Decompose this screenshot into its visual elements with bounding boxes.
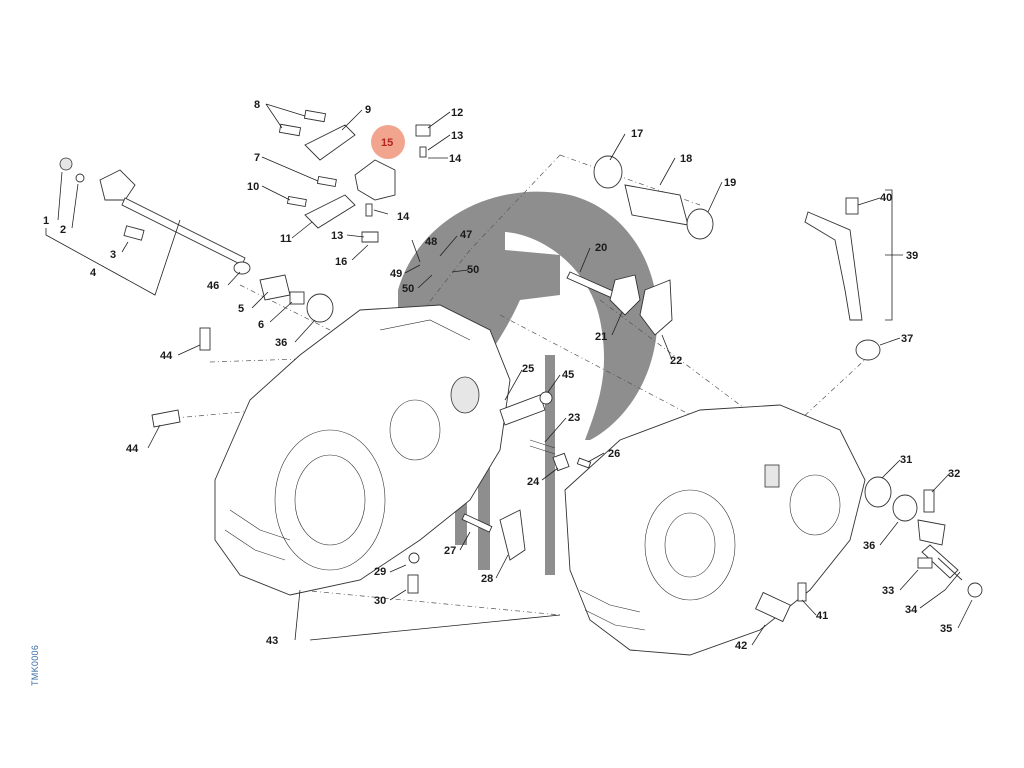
part-label: 42 [735, 640, 747, 652]
part-label: 43 [266, 635, 278, 647]
part-label: 48 [425, 236, 437, 248]
part-label: 34 [905, 604, 918, 616]
part-label: 37 [901, 333, 913, 345]
part-label: 26 [608, 448, 620, 460]
reference-code-text: TMK0006 [30, 644, 40, 686]
part-label: 44 [160, 350, 173, 362]
part-label: 21 [595, 331, 607, 343]
part-label: 45 [562, 369, 574, 381]
left-crankcase [214, 304, 511, 596]
part-label: 50 [402, 283, 414, 295]
selector-mechanism [278, 109, 431, 243]
leader-lines [45, 103, 973, 646]
right-crankcase [564, 404, 866, 656]
part-label: 31 [900, 454, 912, 466]
kickstart-shaft [59, 157, 246, 266]
part-label: 16 [335, 256, 347, 268]
part-label: 27 [444, 545, 456, 557]
part-label: 6 [258, 319, 264, 331]
part-label: 36 [863, 540, 875, 552]
part-label: 14 [397, 211, 410, 223]
part-label: 4 [90, 267, 97, 279]
part-label: 28 [481, 573, 493, 585]
part-label: 36 [275, 337, 287, 349]
reference-code: TMK0006 [30, 630, 44, 690]
part-label: 22 [670, 355, 682, 367]
part-label: 25 [522, 363, 534, 375]
part-label: 20 [595, 242, 607, 254]
part-label: 44 [126, 443, 139, 455]
part-label: 35 [940, 623, 952, 635]
part-label-highlighted: 15 [381, 137, 393, 149]
part-label: 2 [60, 224, 66, 236]
part-label: 13 [331, 230, 343, 242]
part-label: 8 [254, 99, 260, 111]
part-label: 17 [631, 128, 643, 140]
part-label: 14 [449, 153, 462, 165]
small-parts [151, 197, 983, 623]
part-label: 23 [568, 412, 580, 424]
part-label: 24 [527, 476, 540, 488]
part-label: 7 [254, 152, 260, 164]
part-label: 33 [882, 585, 894, 597]
part-label: 5 [238, 303, 244, 315]
part-label: 50 [467, 264, 479, 276]
part-label: 32 [948, 468, 960, 480]
part-label: 1 [43, 215, 49, 227]
selector-drum [593, 155, 714, 240]
part-label: 3 [110, 249, 116, 261]
part-label: 18 [680, 153, 692, 165]
part-label: 19 [724, 177, 736, 189]
part-label: 10 [247, 181, 259, 193]
part-label: 12 [451, 107, 463, 119]
part-label: 39 [906, 250, 918, 262]
part-label: 30 [374, 595, 386, 607]
part-label: 40 [880, 192, 892, 204]
highlight-circle [371, 125, 405, 159]
part-label: 11 [280, 233, 292, 245]
part-label: 49 [390, 268, 402, 280]
part-label: 47 [460, 229, 472, 241]
part-label: 41 [816, 610, 828, 622]
part-label: 13 [451, 130, 463, 142]
gear-forks [566, 271, 673, 336]
part-label: 29 [374, 566, 386, 578]
part-label: 46 [207, 280, 219, 292]
part-labels: 1 2 3 4 5 6 7 8 9 10 11 12 13 13 14 14 1… [43, 99, 960, 652]
part-label: 9 [365, 104, 371, 116]
